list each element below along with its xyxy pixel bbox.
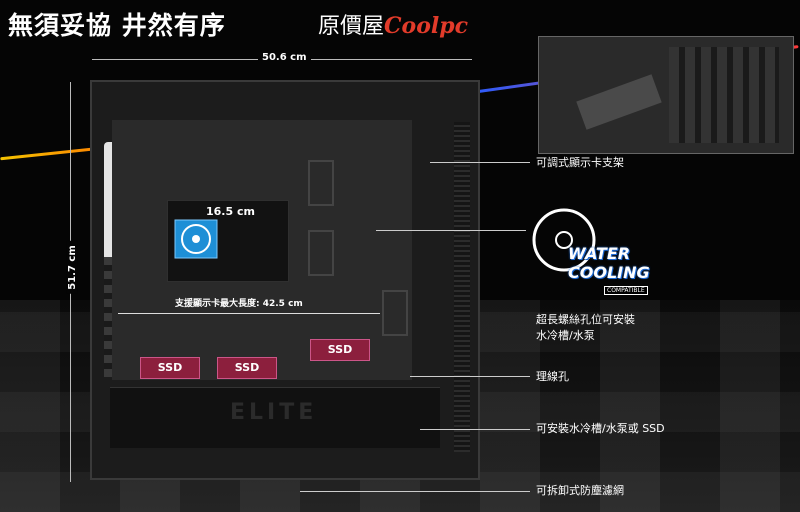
callout-long-holes: 超長螺絲孔位可安裝 水冷槽/水泵 [536, 312, 635, 344]
height-dimension-label: 51.7 cm [66, 241, 78, 294]
page-title: 無須妥協 井然有序 [8, 11, 226, 40]
gpu-length-line [118, 313, 380, 314]
pc-case: ELITE [90, 80, 480, 480]
cable-grommet-2 [308, 230, 334, 276]
callout-long-holes-line-2: 水冷槽/水泵 [536, 329, 595, 342]
cpu-cooler-cutout [167, 200, 289, 282]
badge-text: WATER COOLING [568, 244, 650, 282]
callout-gpu-bracket: 可調式顯示卡支架 [536, 156, 624, 169]
fan-outline-icon [532, 208, 596, 272]
psu-shroud-logo: ELITE [230, 400, 318, 425]
badge-compatible: COMPATIBLE [604, 286, 648, 295]
brand-mark: Coolpc [384, 13, 469, 39]
ssd-slot-1: SSD [140, 357, 200, 379]
rear-vent [454, 122, 470, 452]
callout-cable-holes: 理線孔 [536, 370, 569, 383]
leader-line-3 [410, 376, 530, 377]
gpu-bracket-closeup [538, 36, 794, 154]
motherboard-tray [112, 120, 412, 380]
psu-shroud: ELITE [110, 387, 440, 448]
fan-icon [174, 219, 218, 259]
leader-line-5 [300, 491, 530, 492]
water-cooling-badge: WATER COOLING COMPATIBLE [524, 200, 674, 300]
leader-line-4 [420, 429, 530, 430]
ssd-slot-3: SSD [310, 339, 370, 361]
bracket-rail [669, 47, 779, 143]
cable-grommet-3 [382, 290, 408, 336]
brand-logo: 原價屋Coolpc [318, 8, 468, 40]
ssd-slot-2: SSD [217, 357, 277, 379]
callout-long-holes-line-1: 超長螺絲孔位可安裝 [536, 313, 635, 326]
width-dimension-label: 50.6 cm [258, 52, 311, 63]
leader-line-2 [376, 230, 526, 231]
badge-line-2: COOLING [568, 263, 650, 282]
leader-line-1 [430, 162, 530, 163]
cooler-height-label: 16.5 cm [206, 205, 255, 218]
brand-prefix: 原價屋 [318, 14, 385, 39]
callout-dust-filter: 可拆卸式防塵濾網 [536, 484, 624, 497]
badge-line-1: WATER [568, 244, 631, 263]
callout-bottom-mount: 可安裝水冷槽/水泵或 SSD [536, 422, 665, 435]
gpu-length-label: 支援顯示卡最大長度: 42.5 cm [175, 299, 303, 309]
cable-grommet-1 [308, 160, 334, 206]
bracket-arm [576, 74, 662, 130]
